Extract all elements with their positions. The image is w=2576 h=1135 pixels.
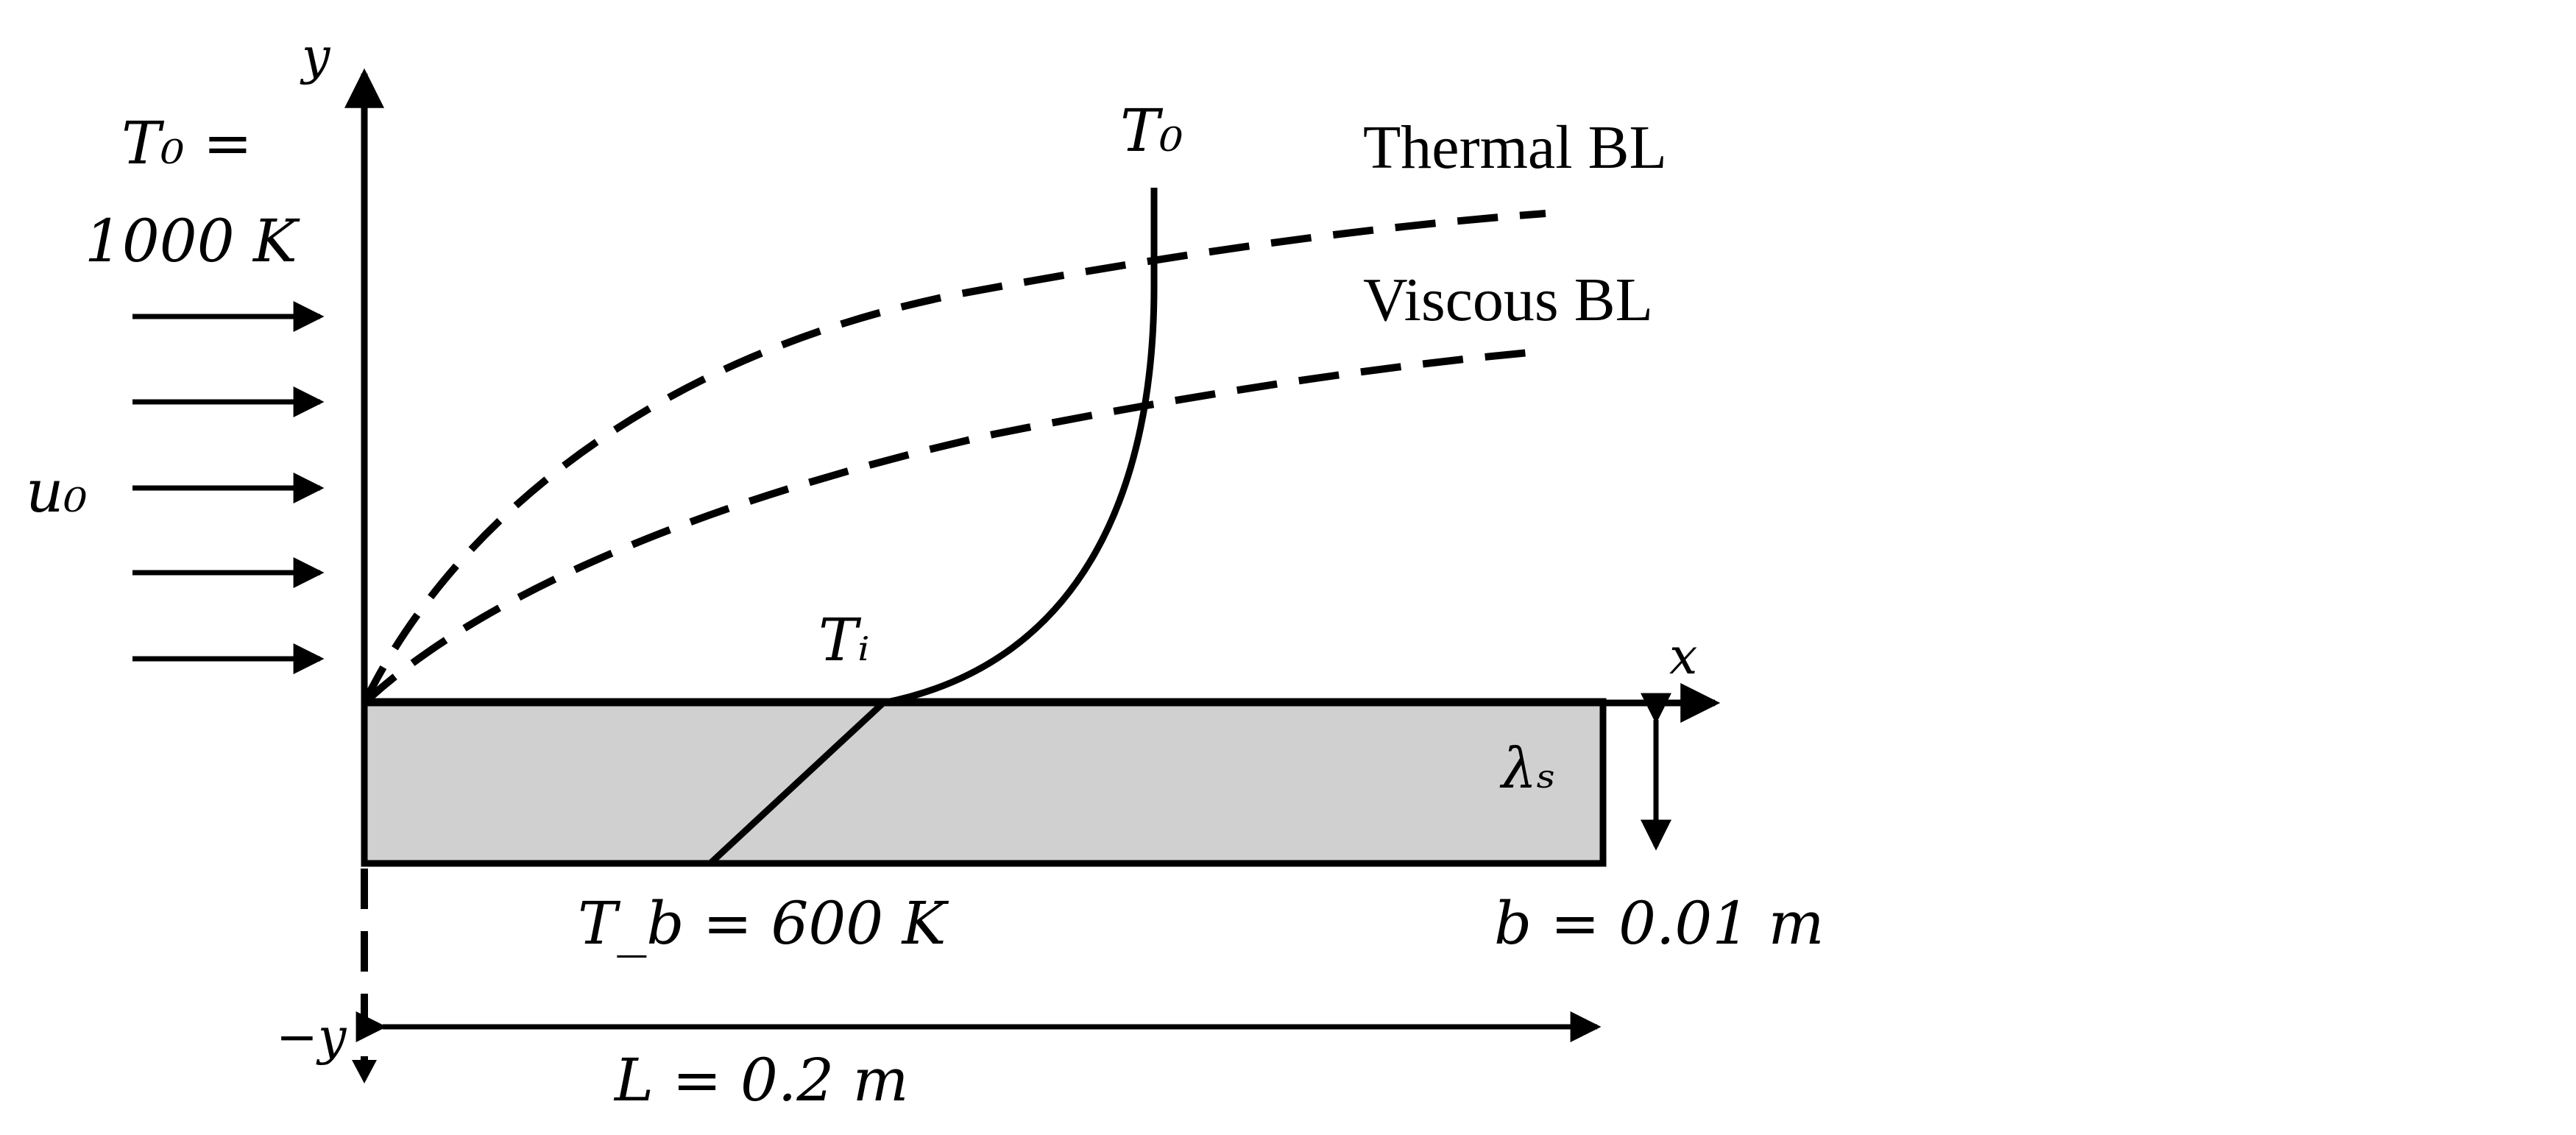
bottom-temperature-label: T_b = 600 K (578, 889, 949, 958)
neg-y-axis-label: −y (276, 1008, 347, 1067)
neg-y-arrowhead (352, 1060, 377, 1083)
freestream-temperature-label: T₀ (1120, 96, 1183, 165)
viscous-bl-curve (361, 347, 1546, 706)
thermal-bl-label: Thermal BL (1363, 113, 1667, 182)
interface-temperature-label: Tᵢ (818, 606, 869, 674)
thickness-label: b = 0.01 m (1494, 889, 1825, 958)
thermal-bl-curve (361, 210, 1546, 705)
solid-plate (361, 698, 1607, 867)
inlet-velocity-arrows (132, 301, 325, 674)
solid-conductivity-label: λₛ (1499, 735, 1556, 801)
inlet-temperature-line2: 1000 K (85, 207, 300, 275)
inlet-temperature-line1: T₀ = (121, 109, 252, 177)
y-axis-label: y (300, 28, 331, 86)
temperature-profile (707, 188, 1158, 866)
viscous-bl-label: Viscous BL (1363, 266, 1653, 334)
length-label: L = 0.2 m (613, 1046, 909, 1114)
inlet-velocity-label: u₀ (26, 457, 88, 526)
x-axis-label: x (1669, 628, 1697, 686)
